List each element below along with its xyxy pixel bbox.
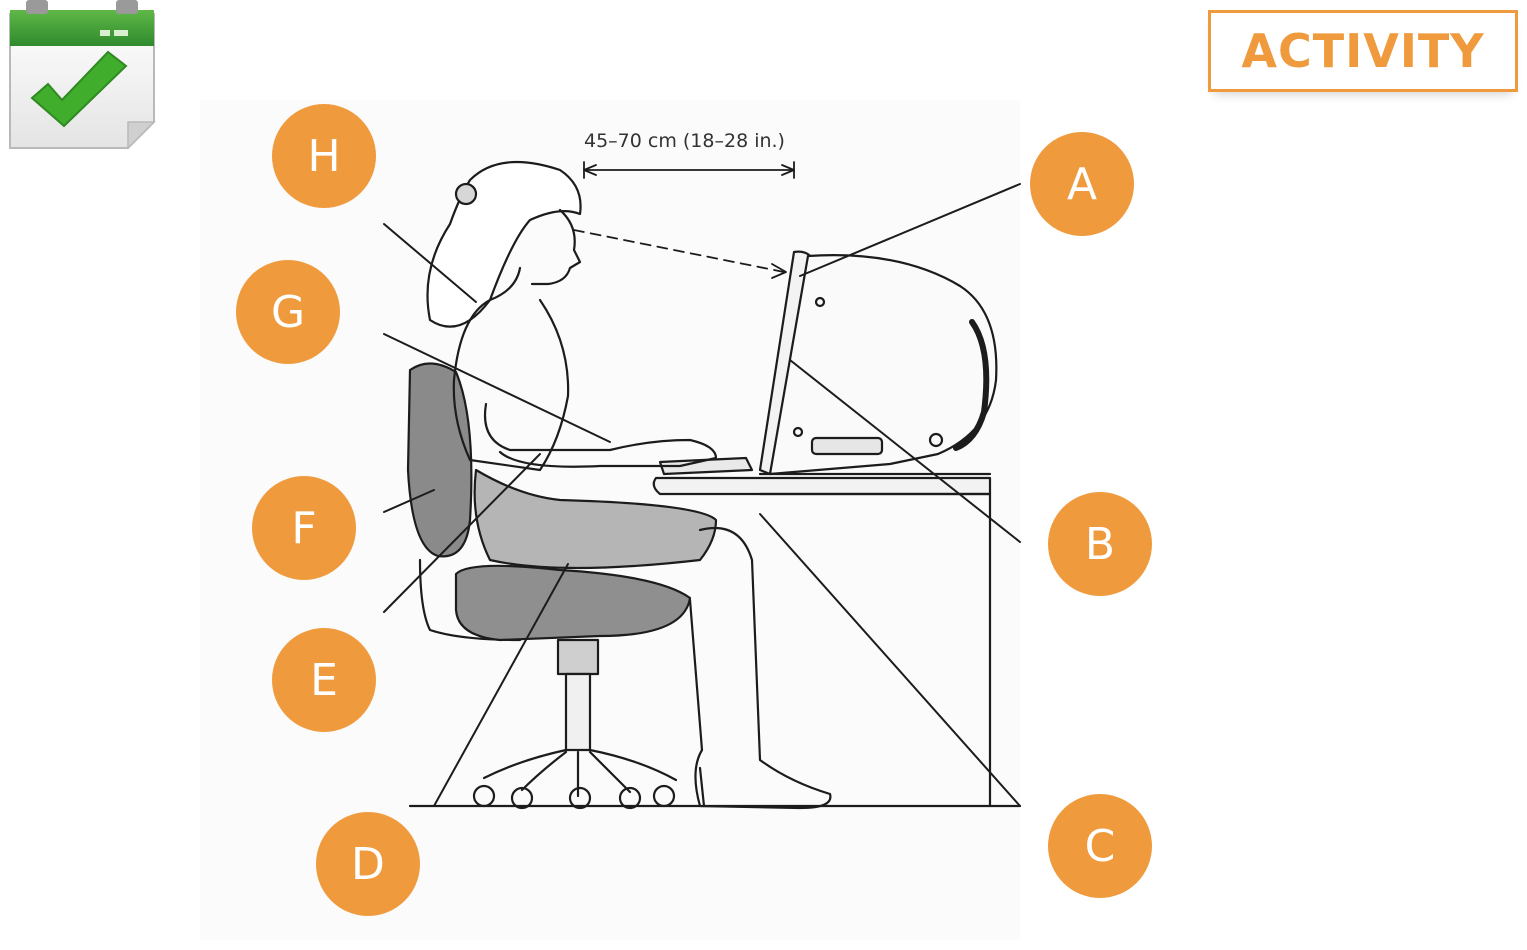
monitor — [758, 250, 998, 476]
marker-letter: F — [291, 502, 317, 554]
marker-b[interactable]: B — [1048, 492, 1152, 596]
marker-h[interactable]: H — [272, 104, 376, 208]
dimension-line — [583, 161, 795, 179]
distance-label: 45–70 cm (18–28 in.) — [584, 130, 785, 152]
marker-d[interactable]: D — [316, 812, 420, 916]
calendar-check-icon — [9, 0, 156, 150]
desk-panel — [758, 492, 992, 808]
marker-letter: A — [1066, 158, 1098, 210]
marker-e[interactable]: E — [272, 628, 376, 732]
seated-person — [426, 160, 832, 810]
marker-letter: E — [310, 654, 338, 706]
sight-line — [573, 229, 785, 273]
keyboard — [658, 456, 754, 476]
marker-f[interactable]: F — [252, 476, 356, 580]
activity-badge: ACTIVITY — [1208, 10, 1518, 92]
marker-g[interactable]: G — [236, 260, 340, 364]
marker-letter: G — [270, 286, 306, 338]
desk — [652, 476, 992, 496]
chair — [406, 362, 692, 810]
marker-letter: C — [1084, 820, 1116, 872]
marker-letter: B — [1084, 518, 1116, 570]
marker-a[interactable]: A — [1030, 132, 1134, 236]
marker-c[interactable]: C — [1048, 794, 1152, 898]
marker-letter: H — [307, 130, 341, 182]
leader-lines — [383, 183, 1021, 807]
marker-letter: D — [351, 838, 385, 890]
activity-label: ACTIVITY — [1241, 24, 1485, 78]
